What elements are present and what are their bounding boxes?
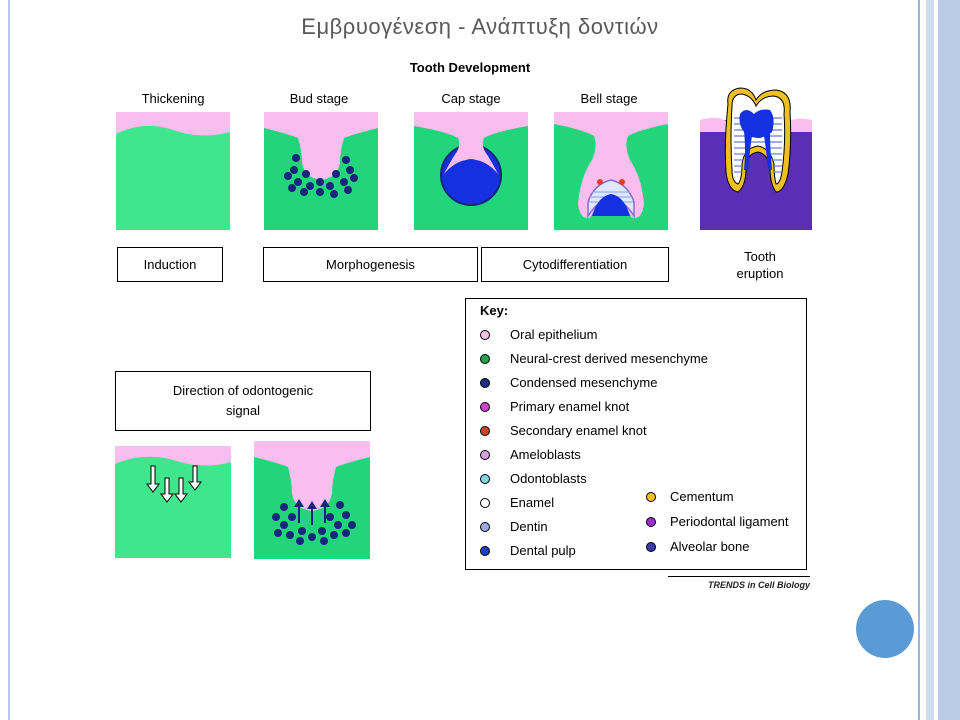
key-swatch (480, 545, 490, 556)
key-item: Condensed mesenchyme (480, 375, 657, 390)
phase-induction: Induction (117, 247, 223, 282)
key-label: Oral epithelium (510, 327, 598, 342)
bud-stage-panel (264, 112, 378, 230)
key-title: Key: (480, 303, 509, 318)
key-swatch (480, 425, 490, 436)
key-swatch (480, 353, 490, 364)
key-label: Dental pulp (510, 543, 576, 558)
signal-line1: Direction of odontogenic (172, 383, 314, 398)
key-label: Enamel (510, 495, 555, 510)
key-label: Alveolar bone (670, 539, 750, 554)
stage-label-bell: Bell stage (580, 91, 638, 106)
key-item: Dentin (480, 519, 548, 534)
key-item: Alveolar bone (646, 539, 750, 554)
figure-title: Tooth Development (409, 60, 531, 75)
key-label: Condensed mesenchyme (510, 375, 658, 390)
key-item: Neural-crest derived mesenchyme (480, 351, 708, 366)
key-item: Dental pulp (480, 543, 576, 558)
tooth-eruption-label: Tooth eruption (710, 248, 810, 282)
tooth-eruption-line1: Tooth (744, 249, 776, 264)
key-swatch (646, 541, 656, 552)
phase-morphogenesis: Morphogenesis (263, 247, 478, 282)
stage-label-bud: Bud stage (289, 91, 349, 106)
key-label: Neural-crest derived mesenchyme (510, 351, 708, 366)
thickening-panel (116, 112, 230, 230)
key-label: Periodontal ligament (670, 514, 789, 529)
key-swatch (480, 401, 490, 412)
signal-line2: signal (226, 403, 260, 418)
stage-label-thickening: Thickening (141, 91, 205, 106)
slide-title: Εμβρυογένεση - Ανάπτυξη δοντιών (301, 14, 659, 39)
key-label: Secondary enamel knot (510, 423, 647, 438)
tooth-eruption-panel (700, 87, 812, 230)
bell-stage-panel (554, 112, 668, 230)
key-swatch (480, 521, 490, 532)
decorative-circle (856, 600, 914, 658)
key-item: Odontoblasts (480, 471, 587, 486)
key-label: Primary enamel knot (510, 399, 630, 414)
signal-panel-epithelium (115, 446, 231, 558)
slide-left-border (8, 0, 10, 720)
stage-label-cap: Cap stage (441, 91, 501, 106)
credit-divider (668, 576, 810, 577)
key-item: Periodontal ligament (646, 514, 789, 529)
slide-right-border (918, 0, 920, 720)
key-item: Secondary enamel knot (480, 423, 647, 438)
signal-panel-mesenchyme (254, 441, 370, 559)
key-label: Odontoblasts (510, 471, 587, 486)
cap-stage-panel (414, 112, 528, 230)
key-label: Dentin (510, 519, 548, 534)
phase-cytodifferentiation: Cytodifferentiation (481, 247, 669, 282)
tooth-eruption-line2: eruption (736, 266, 784, 281)
key-item: Oral epithelium (480, 327, 597, 342)
decorative-side-band (920, 0, 960, 720)
key-item: Enamel (480, 495, 554, 510)
key-label: Cementum (670, 489, 734, 504)
key-item: Primary enamel knot (480, 399, 629, 414)
key-item: Cementum (646, 489, 734, 504)
key-swatch (480, 473, 490, 484)
key-swatch (646, 516, 656, 527)
key-swatch (480, 377, 490, 388)
odontogenic-signal-box: Direction of odontogenic signal (115, 371, 371, 431)
figure-credit: TRENDS in Cell Biology (707, 580, 810, 590)
key-swatch (646, 491, 656, 502)
key-swatch (480, 497, 490, 508)
key-swatch (480, 449, 490, 460)
key-swatch (480, 329, 490, 340)
key-label: Ameloblasts (510, 447, 581, 462)
key-item: Ameloblasts (480, 447, 581, 462)
